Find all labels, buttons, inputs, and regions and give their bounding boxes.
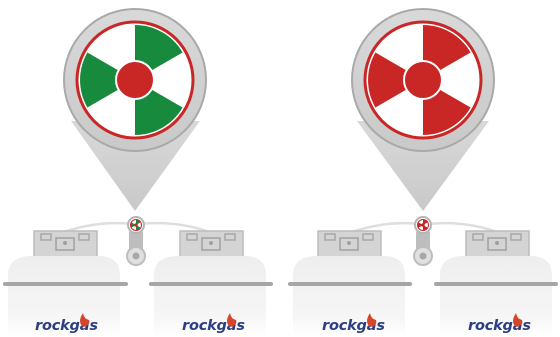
regulator	[127, 217, 145, 265]
gas-bottle: rockgas	[288, 231, 412, 337]
magnifier-lens	[64, 9, 206, 151]
gas-bottle: rockgas	[149, 231, 273, 337]
gas-bottle: rockgas	[3, 231, 128, 337]
ground-line	[288, 282, 412, 286]
magnifier-lens	[352, 9, 494, 151]
regulator	[414, 217, 432, 265]
ground-line	[434, 282, 558, 286]
ground-line	[149, 282, 273, 286]
panel-right: rockgas rockgas	[288, 9, 558, 337]
panel-left: rockgas rockgas	[3, 9, 273, 337]
gas-bottle: rockgas	[434, 231, 558, 337]
ground-line	[3, 282, 128, 286]
